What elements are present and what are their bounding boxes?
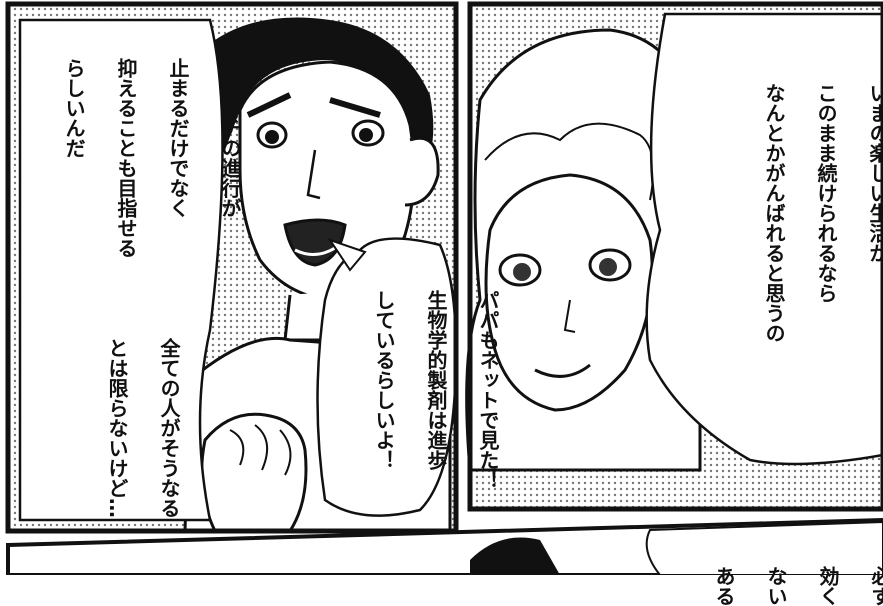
father-caption-text: 全ての人がそうなる とは限らないけど…	[78, 310, 208, 530]
bottom-panel	[6, 517, 883, 575]
son-balloon-text: パパもネットで見た！ 生物学的製剤は進歩 しているらしいよ！	[345, 262, 527, 512]
son-line-2: 生物学的製剤は進歩	[424, 289, 448, 470]
woman-line-3: なんとかがんばれると思うの	[762, 82, 786, 343]
manga-page: リウマチの進行が 止まるだけでなく 抑えることも目指せる らしいんだ 全ての人が…	[5, 1, 883, 606]
panel-artwork	[5, 1, 883, 575]
bottom-line-6: ある	[712, 565, 736, 606]
bottom-line-4: 効く	[816, 565, 840, 606]
father-line-3: 抑えることも目指せる	[114, 57, 138, 258]
son-line-1: パパもネットで見た！	[476, 289, 500, 490]
caption-line-1: 全ての人がそうなる	[157, 337, 181, 518]
son-line-3: しているらしいよ！	[372, 289, 396, 470]
right-panel	[465, 1, 883, 512]
woman-line-2: このまま続けられるなら	[814, 82, 838, 303]
father-balloon-text: リウマチの進行が 止まるだけでなく 抑えることも目指せる らしいんだ	[35, 30, 269, 330]
bottom-line-5: ない	[764, 565, 788, 606]
bottom-line-3: 必ず	[868, 565, 883, 606]
caption-line-2: とは限らないけど…	[105, 337, 129, 518]
woman-balloon-text: いまの楽しい生活が このまま続けられるなら なんとかがんばれると思うの	[735, 55, 883, 385]
father-line-1: リウマチの進行が	[218, 57, 242, 218]
left-panel	[5, 1, 459, 534]
bottom-partial-text: リウ 個人 必ず 効く ない ある	[685, 538, 883, 606]
father-line-4: らしいんだ	[62, 57, 86, 158]
woman-line-1: いまの楽しい生活が	[866, 82, 883, 263]
father-line-2: 止まるだけでなく	[166, 57, 190, 218]
